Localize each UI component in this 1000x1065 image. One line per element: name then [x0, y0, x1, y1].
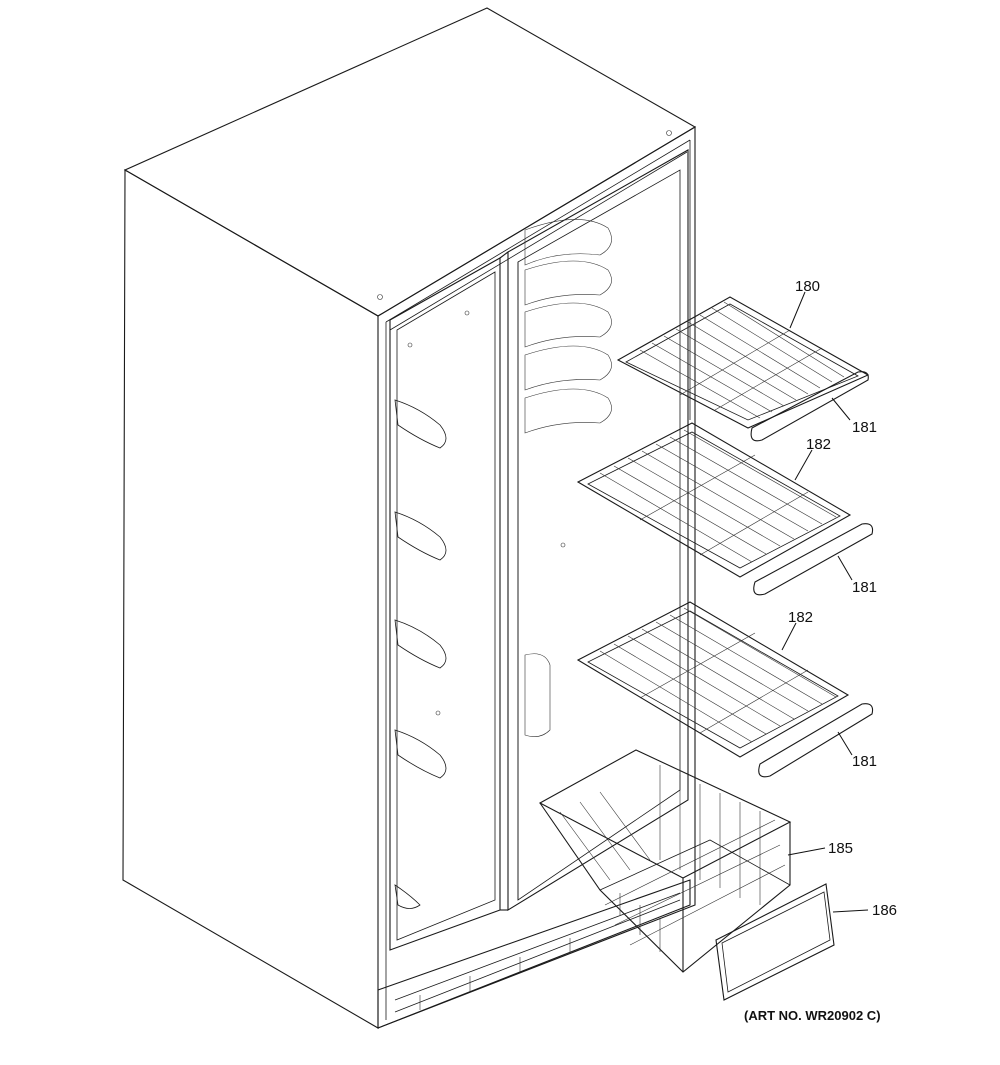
shelf-180 [616, 296, 870, 429]
shelf-trim-181-lower [758, 703, 874, 778]
basket-185 [538, 749, 792, 973]
label-182-lower: 182 [788, 609, 813, 626]
shelf-182-lower [576, 601, 850, 758]
shelf-trim-181-top [750, 371, 869, 442]
label-181-lower: 181 [852, 753, 877, 770]
label-182-middle: 182 [806, 436, 831, 453]
refrigerator-cabinet [122, 7, 697, 1029]
label-180: 180 [795, 278, 820, 295]
label-181-top: 181 [852, 419, 877, 436]
label-181-middle: 181 [852, 579, 877, 596]
art-number: (ART NO. WR20902 C) [744, 1008, 881, 1023]
basket-front-186 [715, 883, 835, 1001]
label-186: 186 [872, 902, 897, 919]
leader-lines [781, 291, 869, 913]
shelf-182-middle [576, 422, 852, 578]
fresh-food-wall-supports [524, 219, 612, 737]
shelf-trim-181-middle [753, 523, 874, 596]
label-185: 185 [828, 840, 853, 857]
